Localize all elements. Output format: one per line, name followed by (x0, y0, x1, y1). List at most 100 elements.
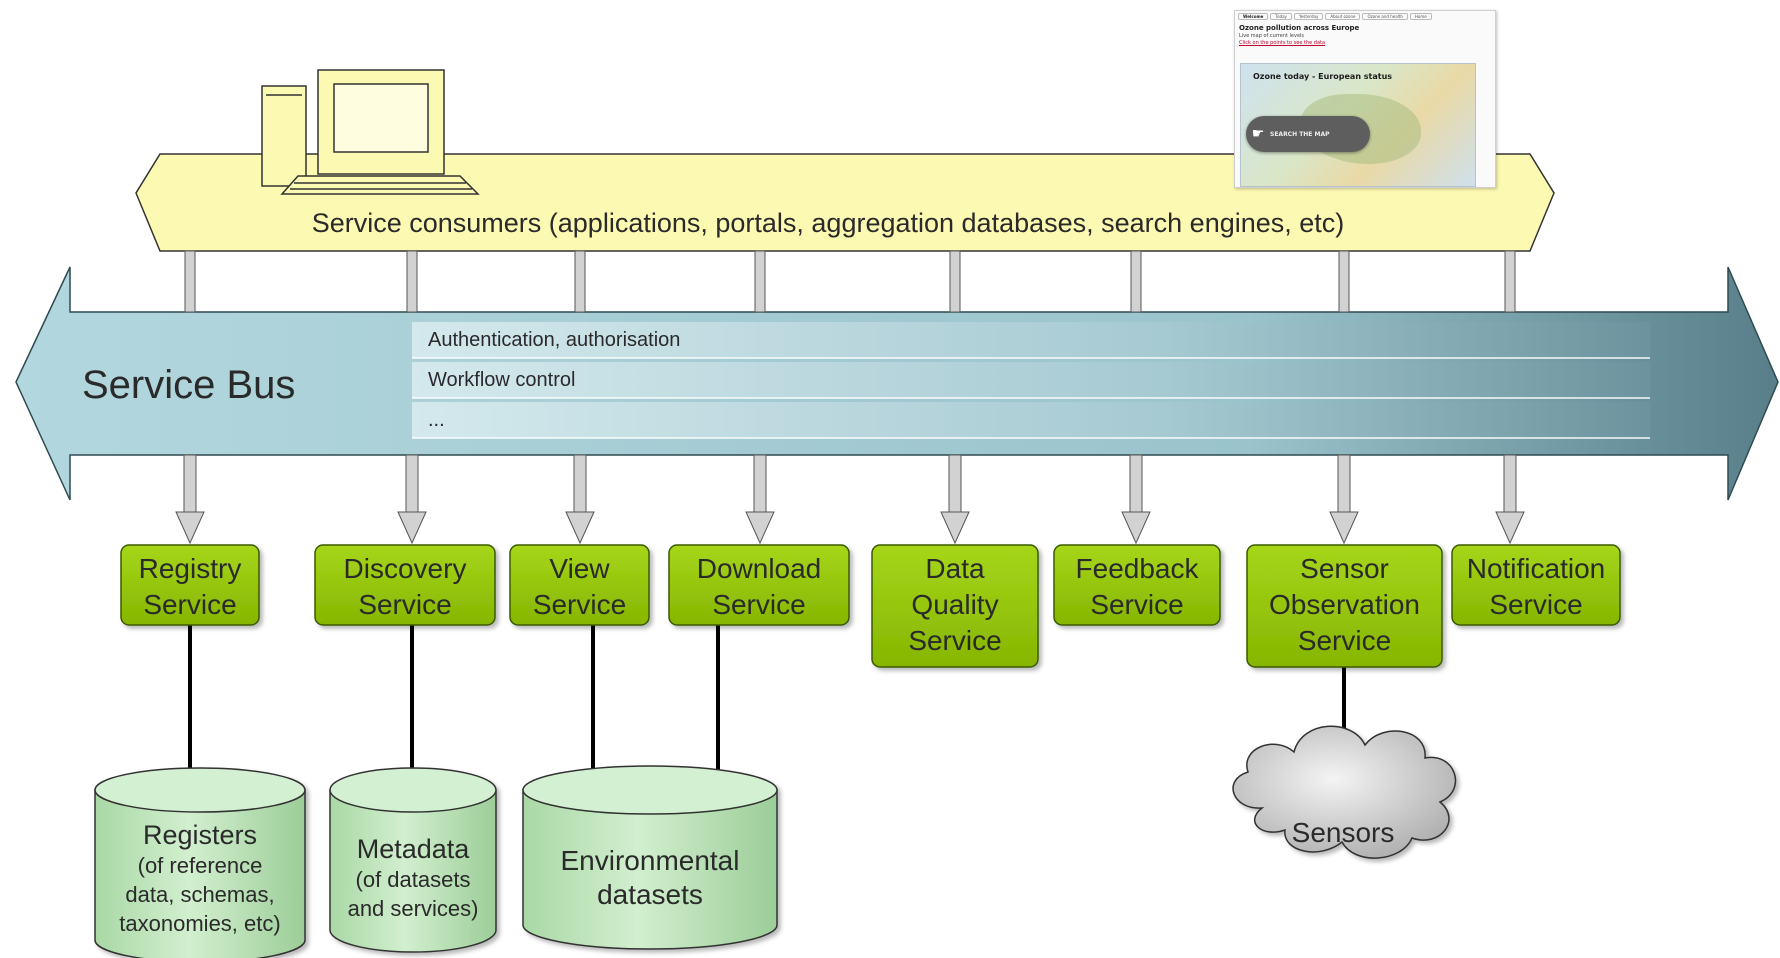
service-label-line: View (549, 553, 610, 584)
cylinder-top (94, 767, 306, 813)
service-box-bg (1451, 544, 1621, 626)
thumbnail-tab: Yesterday (1293, 13, 1324, 20)
service-bus-title: Service Bus (82, 363, 295, 407)
service-label-line: Service (358, 589, 451, 620)
thumbnail-tab: Home (1409, 13, 1432, 20)
bus-lane (412, 402, 1650, 438)
computer-icon (261, 69, 480, 195)
service-label-line: Feedback (1076, 553, 1200, 584)
data-store-title: Environmental (561, 845, 740, 876)
service-arrow-head (1329, 511, 1359, 545)
thumbnail-map: Ozone today - European status ☛ SEARCH T… (1240, 63, 1476, 187)
service-box-bg (120, 544, 260, 626)
service-arrow-stem (405, 454, 419, 515)
data-store-subtitle-line: taxonomies, etc) (119, 911, 280, 936)
data-store-cylinder (329, 767, 497, 953)
thumbnail-heading: Ozone pollution across Europe (1239, 24, 1360, 32)
service-arrow-stem (573, 454, 587, 515)
service-arrow-stem (753, 454, 767, 515)
bus-lane-label: Authentication, authorisation (428, 329, 680, 351)
cylinder-top (522, 765, 778, 815)
service-label-line: Service (1090, 589, 1183, 620)
consumer-connector (406, 250, 418, 313)
service-box-bg (314, 544, 496, 626)
data-store-subtitle-line: (of reference (138, 853, 263, 878)
data-store-cylinder (94, 767, 306, 958)
thumbnail-tab: Ozone and health (1362, 13, 1408, 20)
consumer-connector (949, 250, 961, 313)
thumbnail-map-title: Ozone today - European status (1253, 72, 1393, 81)
service-label-line: Service (143, 589, 236, 620)
service-arrow-head (175, 511, 205, 545)
consumer-connector (1338, 250, 1350, 313)
service-label-line: Service (1489, 589, 1582, 620)
data-store-subtitle-line: datasets (597, 879, 703, 910)
consumer-connector (1504, 250, 1516, 313)
service-arrow-stem (183, 454, 197, 515)
search-map-button: ☛ SEARCH THE MAP (1246, 116, 1370, 152)
cylinder-body (329, 789, 497, 953)
consumer-connector (1130, 250, 1142, 313)
service-box-bg (668, 544, 850, 626)
service-label-line: Data (925, 553, 985, 584)
data-store-cylinder (522, 765, 778, 950)
service-arrow-stem (1129, 454, 1143, 515)
data-store-subtitle-line: data, schemas, (125, 882, 274, 907)
service-box-bg (509, 544, 650, 626)
pointing-hand-icon: ☛ (1251, 126, 1265, 142)
service-label-line: Service (908, 625, 1001, 656)
bus-lane (412, 322, 1650, 358)
thumbnail-tab: Welcome (1238, 13, 1269, 20)
data-store-subtitle-line: and services) (348, 896, 479, 921)
search-map-button-label: SEARCH THE MAP (1270, 130, 1330, 138)
thumbnail-legend-scale (1479, 67, 1489, 177)
service-arrow-head (745, 511, 775, 545)
consumer-connector (754, 250, 766, 313)
service-arrow-stem (1337, 454, 1351, 515)
sensors-label: Sensors (1292, 817, 1395, 848)
service-arrow-head (940, 511, 970, 545)
service-label-line: Service (712, 589, 805, 620)
sensors-cloud: Sensors (1232, 725, 1457, 859)
bus-lane (412, 362, 1650, 398)
service-box-bg (871, 544, 1039, 668)
bus-lane-label: ... (428, 409, 445, 431)
cylinder-body (522, 789, 778, 950)
consumers-band (135, 153, 1555, 252)
data-store-title: Metadata (357, 834, 471, 864)
service-label-line: Registry (139, 553, 242, 584)
service-box-bg (1053, 544, 1221, 626)
data-store-subtitle-line: (of datasets (356, 867, 471, 892)
service-label-line: Quality (911, 589, 998, 620)
service-label-line: Service (533, 589, 626, 620)
service-arrow-stem (948, 454, 962, 515)
service-box-bg (1246, 544, 1443, 668)
service-label-line: Observation (1269, 589, 1420, 620)
thumbnail-link: Click on the points to see the data (1239, 40, 1326, 46)
bus-lane-label: Workflow control (428, 369, 575, 391)
consumer-connector (574, 250, 586, 313)
service-arrow-stem (1503, 454, 1517, 515)
service-label-line: Service (1298, 625, 1391, 656)
services: RegistryServiceDiscoveryServiceViewServi… (120, 544, 1621, 668)
service-arrow-head (1121, 511, 1151, 545)
service-label-line: Sensor (1300, 553, 1389, 584)
cylinder-body (94, 789, 306, 958)
service-label-line: Discovery (344, 553, 467, 584)
service-arrow-head (397, 511, 427, 545)
thumbnail-subtext: Live map of current levels (1239, 33, 1305, 39)
cylinder-top (329, 767, 497, 813)
